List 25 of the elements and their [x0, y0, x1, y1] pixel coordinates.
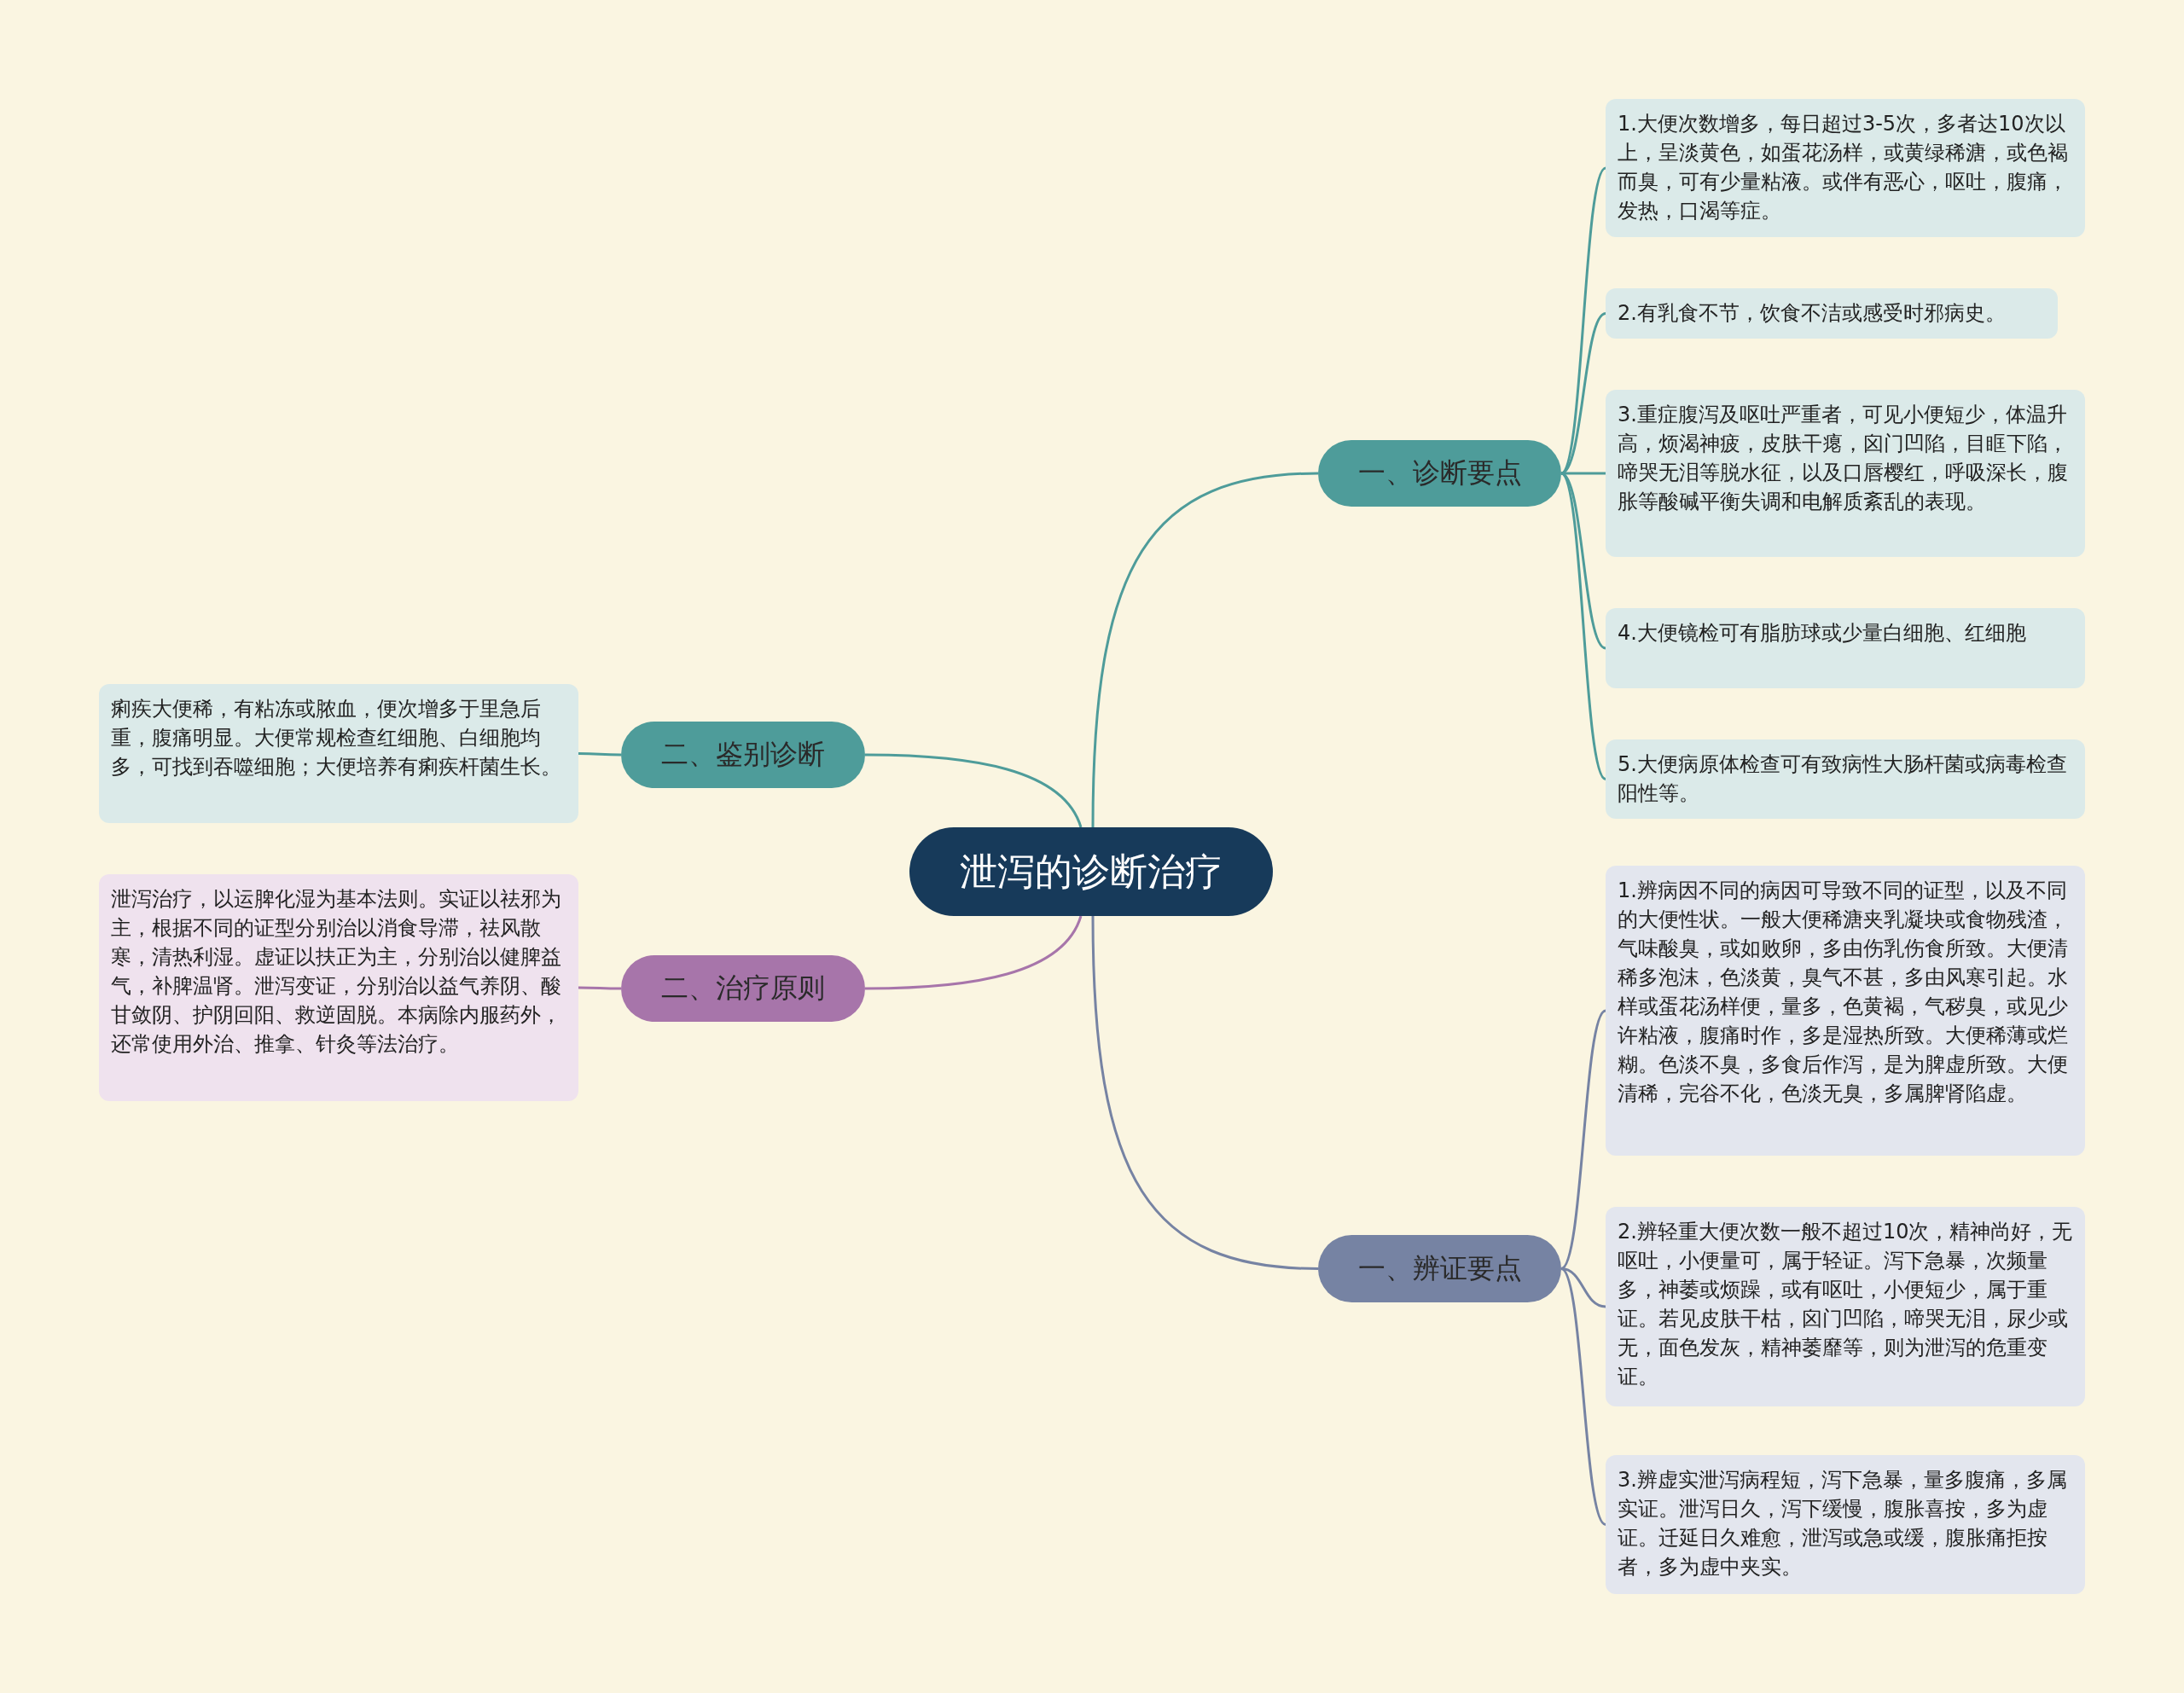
- note-box: 泄泻治疗，以运脾化湿为基本法则。实证以祛邪为主，根据不同的证型分别治以消食导滞，祛风散寒，清热利湿。虚证以扶正为主，分别治以健脾益气，补脾温肾。泄泻变证，分别治以益气养阴、酸甘敛阴、护阴回阳、救逆固脱。本病除内服药外，还常使用外治、推拿、针灸等法治疗。: [99, 874, 578, 1101]
- connector-line: [578, 986, 621, 990]
- title-box: 泄泻的诊断治疗: [909, 827, 1273, 916]
- connector-line: [864, 915, 1083, 990]
- connector-line: [1560, 1267, 1606, 1308]
- connector-line: [864, 753, 1083, 828]
- connector-line: [1560, 1009, 1607, 1270]
- note-box: 痢疾大便稀，有粘冻或脓血，便次增多于里急后重，腹痛明显。大便常规检查红细胞、白细胞均多，可找到吞噬细胞；大便培养有痢疾杆菌生长。: [99, 684, 578, 823]
- note-box: 2.有乳食不节，饮食不洁或感受时邪病史。: [1606, 288, 2058, 339]
- note-box: 4.大便镜检可有脂肪球或少量白细胞、红细胞: [1606, 608, 2085, 688]
- note-box: 1.辨病因不同的病因可导致不同的证型，以及不同的大便性状。一般大便稀溏夹乳凝块或食物残渣，气味酸臭，或如败卵，多由伤乳伤食所致。大便清稀多泡沫，色淡黄，臭气不甚，多由风寒引起。水样或蛋花汤样便，量多，色黄褐，气秽臭，或见少许粘液，腹痛时作，多是湿热所致。大便稀薄或烂糊。色淡不臭，多食后作泻，是为脾虚所致。大便清稀，完谷不化，色淡无臭，多属脾肾陷虚。: [1606, 866, 2085, 1156]
- note-box: 5.大便病原体检查可有致病性大肠杆菌或病毒检查阳性等。: [1606, 739, 2085, 819]
- topic-box: 二、鉴别诊断: [621, 722, 865, 788]
- connector-line: [1091, 472, 1319, 828]
- connector-line: [1091, 915, 1319, 1270]
- connector-line: [578, 752, 621, 757]
- note-box: 3.重症腹泻及呕吐严重者，可见小便短少，体温升高，烦渴神疲，皮肤干瘪，囟门凹陷，目眶下陷，啼哭无泪等脱水征，以及口唇樱红，呼吸深长，腹胀等酸碱平衡失调和电解质紊乱的表现。: [1606, 390, 2085, 557]
- note-box: 2.辨轻重大便次数一般不超过10次，精神尚好，无呕吐，小便量可，属于轻证。泻下急暴，次频量多，神萎或烦躁，或有呕吐，小便短少，属于重证。若见皮肤干枯，囟门凹陷，啼哭无泪，尿少或无，面色发灰，精神萎靡等，则为泄泻的危重变证。: [1606, 1207, 2085, 1406]
- topic-box: 一、辨证要点: [1318, 1235, 1561, 1302]
- topic-box: 一、诊断要点: [1318, 440, 1561, 507]
- connector-line: [1560, 1267, 1607, 1526]
- note-box: 3.辨虚实泄泻病程短，泻下急暴，量多腹痛，多属实证。泄泻日久，泻下缓慢，腹胀喜按，多为虚证。迁延日久难愈，泄泻或急或缓，腹胀痛拒按者，多为虚中夹实。: [1606, 1455, 2085, 1594]
- note-box: 1.大便次数增多，每日超过3-5次，多者达10次以上，呈淡黄色，如蛋花汤样，或黄绿稀溏，或色褐而臭，可有少量粘液。或伴有恶心，呕吐，腹痛，发热，口渴等症。: [1606, 99, 2085, 237]
- connector-line: [1560, 473, 1607, 780]
- topic-box: 二、治疗原则: [621, 955, 865, 1022]
